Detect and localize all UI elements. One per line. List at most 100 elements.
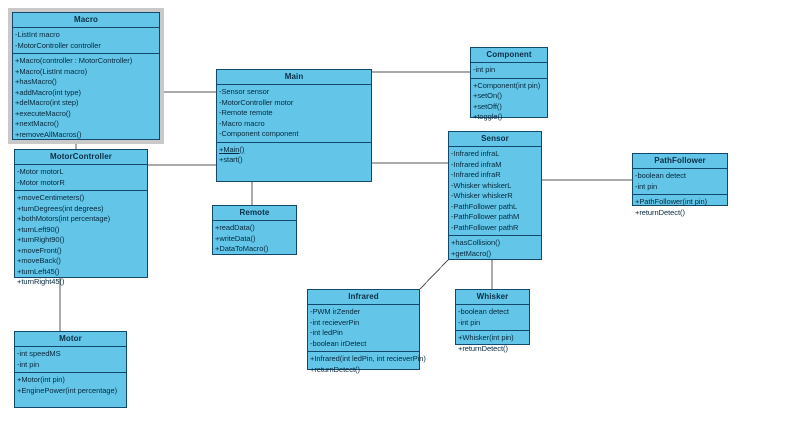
operation: +addMacro(int type) xyxy=(15,87,81,97)
attribute: -int speedMS xyxy=(17,349,61,358)
attribute: -int pin xyxy=(17,359,40,369)
operation: +removeAllMacros() xyxy=(15,129,82,139)
operation-compartment-macro: +Macro(controller : MotorController)+Mac… xyxy=(13,54,159,142)
class-name-component: Component xyxy=(471,48,547,63)
operation: +returnDetect() xyxy=(635,207,685,217)
attribute: -Motor motorR xyxy=(17,177,65,187)
attribute: -Whisker whiskerR xyxy=(451,191,513,200)
operation: +Infrared(int ledPin, int recieverPin) xyxy=(310,354,426,363)
attribute: -boolean detect xyxy=(458,307,509,316)
attribute: -boolean detect xyxy=(635,171,686,180)
operation: +Motor(int pin) xyxy=(17,375,65,384)
attribute: -Component component xyxy=(219,129,299,138)
attribute: -ListInt macro xyxy=(15,30,60,39)
attribute: -PathFollower pathR xyxy=(451,222,519,232)
uml-class-component[interactable]: Component-int pin+Component(int pin)+set… xyxy=(470,47,548,121)
attribute-compartment-sensor: -Infrared infraL-Infrared infraM-Infrare… xyxy=(449,147,541,236)
attribute: -int ledPin xyxy=(310,328,343,337)
attribute: -int pin xyxy=(458,317,481,327)
attribute-compartment-whisker: -boolean detect-int pin xyxy=(456,305,529,331)
attribute: -Infrared infraM xyxy=(451,159,502,169)
attribute: -PathFollower pathL xyxy=(451,201,518,211)
operation-compartment-component: +Component(int pin)+setOn()+setOff()+tog… xyxy=(471,79,547,125)
attribute: -boolean irDetect xyxy=(310,338,367,348)
attribute-compartment-macro: -ListInt macro-MotorController controlle… xyxy=(13,28,159,54)
operation: +writeData() xyxy=(215,233,256,243)
class-name-main: Main xyxy=(217,70,371,85)
attribute-compartment-component: -int pin xyxy=(471,63,547,79)
attribute: -int pin xyxy=(473,65,496,74)
operation: +turnLeft90() xyxy=(17,224,60,234)
operation-compartment-motor: +Motor(int pin)+EnginePower(int percenta… xyxy=(15,373,126,407)
operation: +moveFront() xyxy=(17,245,62,255)
attribute: -Motor motorL xyxy=(17,167,64,176)
attribute-compartment-motor: -int speedMS-int pin xyxy=(15,347,126,373)
operation: +turnRight90() xyxy=(17,235,65,244)
uml-class-remote[interactable]: Remote+readData()+writeData()+DataToMacr… xyxy=(212,205,297,255)
operation-compartment-main: +Main()+start() xyxy=(217,143,371,182)
operation: +returnDetect() xyxy=(458,343,508,353)
operation: +Component(int pin) xyxy=(473,80,541,90)
attribute: -int recieverPin xyxy=(310,317,360,327)
uml-class-motor[interactable]: Motor-int speedMS-int pin+Motor(int pin)… xyxy=(14,331,127,408)
uml-class-macro[interactable]: Macro-ListInt macro-MotorController cont… xyxy=(8,8,164,144)
attribute: -Sensor sensor xyxy=(219,87,270,96)
operation: +setOff() xyxy=(473,101,502,111)
operation: +turnDegrees(int degrees) xyxy=(17,203,104,213)
attribute: -Whisker whiskerL xyxy=(451,180,512,190)
operation: +bothMotors(int percentage) xyxy=(17,214,111,223)
operation: +setOn() xyxy=(473,91,502,100)
operation: +executeMacro() xyxy=(15,108,71,118)
operation: +hasMacro() xyxy=(15,77,57,86)
operation-compartment-motorcontroller: +moveCentimeters()+turnDegrees(int degre… xyxy=(15,191,147,290)
class-name-macro: Macro xyxy=(13,13,159,28)
operation-compartment-remote: +readData()+writeData()+DataToMacro() xyxy=(213,221,296,257)
attribute-compartment-infrared: -PWM irZender-int recieverPin-int ledPin… xyxy=(308,305,419,352)
attribute-compartment-pathfollower: -boolean detect-int pin xyxy=(633,169,727,195)
attribute: -Infrared infraR xyxy=(451,170,501,179)
attribute: -Macro macro xyxy=(219,118,265,128)
operation-compartment-whisker: +Whisker(int pin)+returnDetect() xyxy=(456,331,529,356)
class-name-pathfollower: PathFollower xyxy=(633,154,727,169)
operation: +getMacro() xyxy=(451,248,492,258)
attribute: -PathFollower pathM xyxy=(451,212,520,221)
attribute: -Remote remote xyxy=(219,108,273,117)
class-name-infrared: Infrared xyxy=(308,290,419,305)
operation: +hasCollision() xyxy=(451,238,501,247)
operation: +toggle() xyxy=(473,112,503,121)
operation: +Whisker(int pin) xyxy=(458,333,514,342)
operation: +DataToMacro() xyxy=(215,244,269,253)
attribute-compartment-motorcontroller: -Motor motorL-Motor motorR xyxy=(15,165,147,191)
operation: +start() xyxy=(219,155,243,164)
attribute: -MotorController motor xyxy=(219,97,294,107)
operation: +delMacro(int step) xyxy=(15,98,79,107)
class-name-remote: Remote xyxy=(213,206,296,221)
attribute: -MotorController controller xyxy=(15,40,101,50)
operation: +EnginePower(int percentage) xyxy=(17,385,118,395)
operation-compartment-pathfollower: +PathFollower(int pin)+returnDetect() xyxy=(633,195,727,220)
uml-class-pathfollower[interactable]: PathFollower-boolean detect-int pin+Path… xyxy=(632,153,728,217)
operation: +moveBack() xyxy=(17,256,61,265)
uml-class-main[interactable]: Main -Sensor sensor-MotorController motor… xyxy=(216,69,372,182)
operation: +turnRight45() xyxy=(17,277,65,286)
operation: +nextMacro() xyxy=(15,119,59,128)
attribute: -int pin xyxy=(635,181,658,191)
uml-class-whisker[interactable]: Whisker-boolean detect-int pin+Whisker(i… xyxy=(455,289,530,353)
uml-class-motorcontroller[interactable]: MotorController-Motor motorL-Motor motor… xyxy=(14,149,148,286)
uml-class-sensor[interactable]: Sensor-Infrared infraL-Infrared infraM-I… xyxy=(448,131,542,260)
operation: +turnLeft45() xyxy=(17,266,60,276)
class-name-whisker: Whisker xyxy=(456,290,529,305)
uml-class-infrared[interactable]: Infrared-PWM irZender-int recieverPin-in… xyxy=(307,289,426,374)
connector-sensor-infrared[interactable] xyxy=(419,259,449,290)
operation-compartment-sensor: +hasCollision()+getMacro() xyxy=(449,236,541,261)
class-name-motor: Motor xyxy=(15,332,126,347)
attribute: -Infrared infraL xyxy=(451,149,500,158)
operation: +Macro(ListInt macro) xyxy=(15,66,88,76)
operation: +returnDetect() xyxy=(310,364,360,374)
operation: +moveCentimeters() xyxy=(17,193,85,202)
class-name-sensor: Sensor xyxy=(449,132,541,147)
attribute: -PWM irZender xyxy=(310,307,361,316)
class-name-motorcontroller: MotorController xyxy=(15,150,147,165)
operation: +PathFollower(int pin) xyxy=(635,197,708,206)
